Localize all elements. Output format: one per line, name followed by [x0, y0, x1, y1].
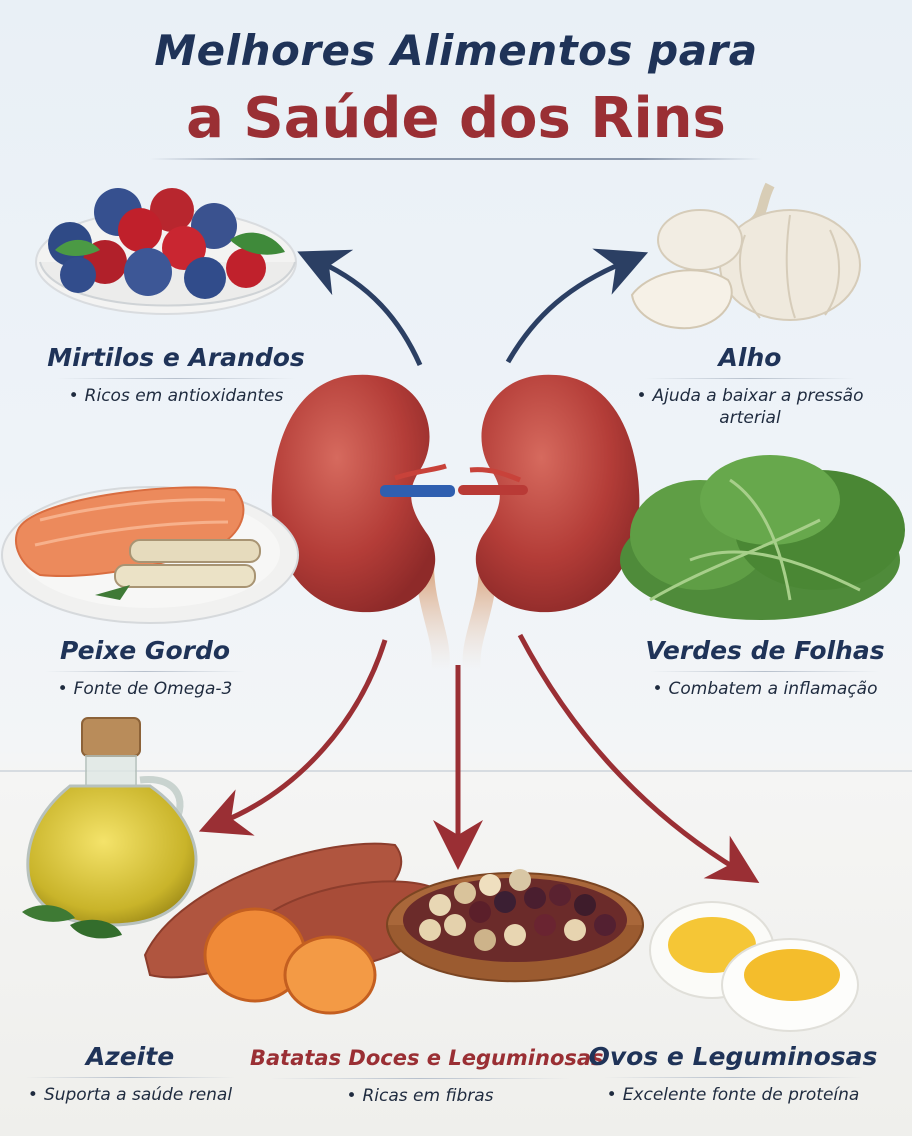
boiled-eggs-icon [649, 901, 859, 1032]
bullet: • [346, 1086, 357, 1106]
food-name-greens: Verdes de Folhas [645, 636, 885, 665]
title-line-2: a Saúde dos Rins [186, 86, 726, 151]
label-divider [25, 1077, 235, 1078]
label-oil: Azeite •Suporta a saúde renal [10, 1042, 250, 1106]
label-garlic: Alho •Ajuda a baixar a pressão arterial [615, 343, 885, 429]
food-benefit-garlic: Ajuda a baixar a pressão arterial [652, 386, 864, 428]
label-greens: Verdes de Folhas •Combatem a inflamação [630, 636, 900, 700]
title-divider [150, 158, 762, 160]
food-benefit-potatoes: Ricas em fibras [362, 1086, 494, 1106]
label-divider [603, 1077, 863, 1078]
food-name-potatoes: Batatas Doces e Leguminosas [250, 1046, 604, 1070]
bullet: • [636, 386, 647, 406]
label-divider [270, 1078, 570, 1079]
arrow-to-oil [198, 639, 388, 836]
title-line-1: Melhores Alimentos para [154, 26, 758, 75]
label-berries: Mirtilos e Arandos •Ricos em antioxidant… [45, 343, 307, 407]
salmon-plate-icon [1, 486, 299, 624]
food-benefit-fish: Fonte de Omega-3 [73, 679, 233, 699]
beans-bowl-icon [386, 869, 644, 983]
label-divider [645, 378, 855, 379]
food-name-fish: Peixe Gordo [59, 636, 231, 665]
garlic-icon [630, 182, 861, 330]
bullet: • [57, 679, 68, 699]
label-eggs: Ovos e Leguminosas •Excelente fonte de p… [588, 1042, 878, 1106]
olive-oil-bottle-icon [22, 717, 198, 939]
label-divider [650, 671, 880, 672]
bullet: • [652, 679, 663, 699]
food-benefit-oil: Suporta a saúde renal [43, 1085, 233, 1105]
label-divider [45, 671, 245, 672]
arrow-to-garlic [505, 248, 649, 364]
food-name-garlic: Alho [718, 343, 782, 372]
food-name-eggs: Ovos e Leguminosas [588, 1042, 878, 1071]
leafy-greens-icon [620, 455, 905, 620]
food-name-berries: Mirtilos e Arandos [47, 343, 305, 372]
arrow-to-eggs [517, 633, 760, 884]
food-benefit-greens: Combatem a inflamação [668, 679, 878, 699]
bullet: • [68, 386, 79, 406]
arrow-to-berries [297, 249, 423, 367]
label-potatoes: Batatas Doces e Leguminosas •Ricas em fi… [250, 1046, 604, 1107]
berries-bowl-icon [35, 188, 297, 315]
bullet: • [606, 1085, 617, 1105]
label-divider [56, 378, 296, 379]
food-benefit-berries: Ricos em antioxidantes [84, 386, 284, 406]
kidneys-icon [271, 374, 640, 672]
food-name-oil: Azeite [85, 1042, 175, 1071]
bullet: • [27, 1085, 38, 1105]
label-fish: Peixe Gordo •Fonte de Omega-3 [40, 636, 250, 700]
food-benefit-eggs: Excelente fonte de proteína [622, 1085, 860, 1105]
